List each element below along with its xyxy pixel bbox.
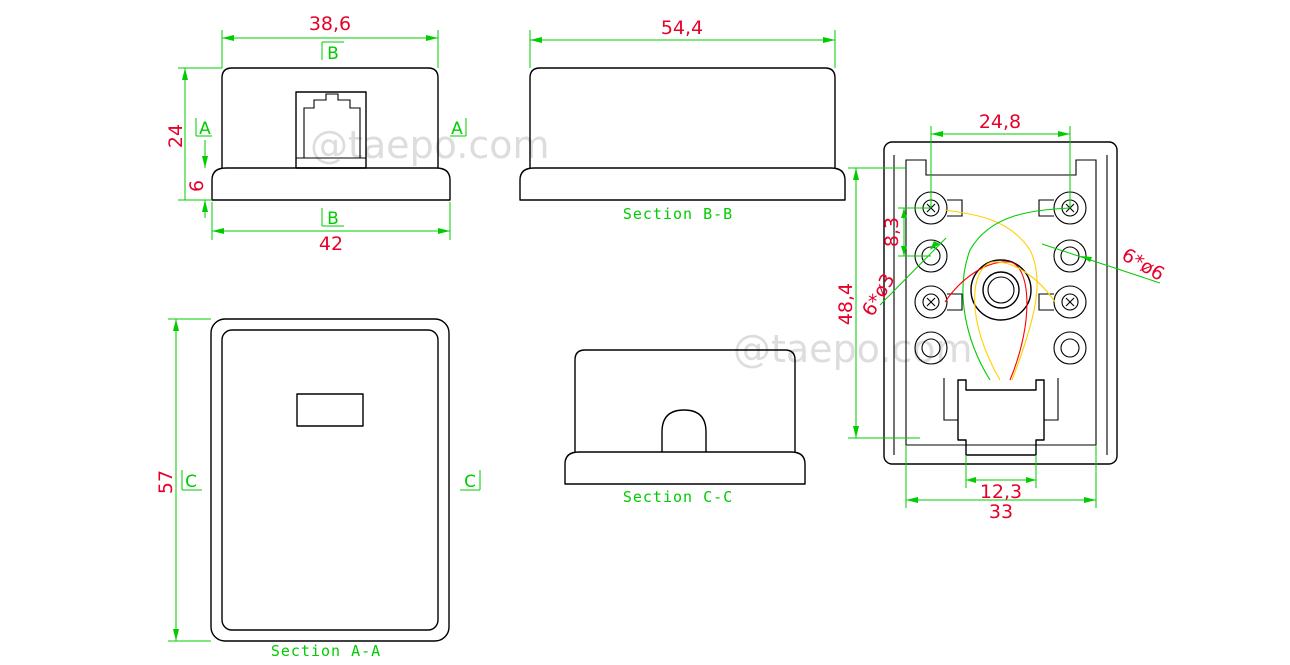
front-view-cover [221, 67, 439, 168]
dim-inner-total-width: 33 [989, 501, 1013, 523]
front-view-base [211, 167, 451, 201]
center-screw-hole [982, 271, 1020, 309]
interior-side-rails [893, 155, 1108, 455]
interior-dimensions: 24,8 48,4 8,3 6*ø3 6*ø6 12,3 33 [835, 111, 1168, 523]
section-b-b-view: 54,4 Section B-B [519, 17, 846, 223]
top-view: 57 C C Section A-A [155, 318, 481, 660]
dim-inner-width: 24,8 [979, 111, 1021, 133]
wire-yellow-2 [974, 261, 1056, 381]
terminal-tabs [947, 199, 1054, 311]
marker-c-left: C [185, 472, 197, 492]
front-view-dimensions: 38,6 42 24 6 B B A A [165, 13, 467, 255]
interior-jack-clips [943, 378, 1059, 421]
dim-jack-width: 12,3 [980, 481, 1022, 503]
dim-hole-large: 6*ø6 [1118, 244, 1168, 286]
rj-jack-outline [295, 91, 367, 169]
marker-a-right: A [451, 119, 463, 139]
terminal-posts-right [1053, 191, 1087, 365]
section-b-b-cover [529, 67, 836, 168]
front-view [211, 67, 451, 201]
dim-side-length: 54,4 [661, 17, 703, 39]
section-b-b-base [519, 167, 846, 201]
wire-yellow [944, 209, 1038, 381]
interior-rj-jack [957, 379, 1045, 456]
dim-front-base: 6 [186, 180, 208, 192]
top-view-inner [221, 329, 439, 631]
watermark-text-2: @taepo.com [733, 327, 973, 371]
center-screw-boss [970, 259, 1032, 321]
section-label-cc: Section C-C [623, 488, 733, 506]
interior-view [883, 141, 1118, 465]
section-c-c-base [564, 451, 806, 485]
dim-hole-small: 6*ø3 [858, 270, 900, 320]
dim-inner-spacing: 8,3 [881, 217, 903, 247]
section-c-c-jack [661, 409, 707, 452]
wire-red [944, 261, 1028, 381]
dim-front-height: 24 [165, 124, 187, 148]
top-view-outer [210, 318, 450, 642]
interior-outer-shell [883, 141, 1118, 465]
section-label-aa: Section A-A [271, 642, 381, 660]
section-c-c-cover [574, 349, 796, 452]
marker-c-right: C [464, 472, 476, 492]
marker-b-top: B [327, 44, 339, 64]
rj-jack-opening [303, 93, 361, 159]
watermark-text-1: @taepo.com [310, 123, 550, 167]
interior-inner-wall [905, 159, 1097, 446]
marker-b-bottom: B [327, 209, 339, 229]
dim-front-width-bottom: 42 [319, 233, 343, 255]
marker-a-left: A [199, 119, 211, 139]
dim-front-width-top: 38,6 [309, 13, 351, 35]
section-label-bb: Section B-B [623, 205, 733, 223]
dim-inner-height: 48,4 [835, 283, 857, 325]
section-c-c-view: Section C-C [564, 349, 806, 506]
wire-green [962, 207, 1071, 381]
dim-top-length: 57 [155, 470, 177, 494]
top-view-jack-slot [296, 393, 364, 427]
